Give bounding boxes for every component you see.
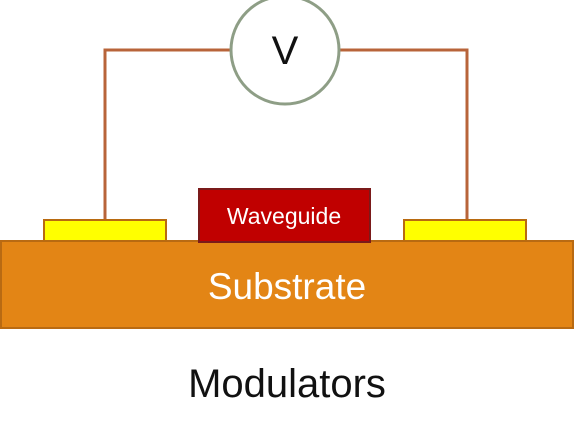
voltmeter-label: V (272, 29, 299, 73)
right-wire (337, 48, 469, 223)
substrate-label: Substrate (208, 266, 366, 307)
diagram-caption: Modulators (188, 362, 386, 406)
waveguide-block (198, 188, 371, 243)
substrate: Substrate (0, 240, 574, 329)
voltmeter: V (229, 0, 341, 106)
right-electrode (403, 219, 527, 242)
waveguide: Waveguide (198, 188, 371, 243)
left-wire (103, 48, 233, 223)
waveguide-label: Waveguide (227, 203, 341, 229)
substrate-block (0, 240, 574, 329)
voltmeter-circle (229, 0, 341, 106)
left-electrode (43, 219, 167, 242)
